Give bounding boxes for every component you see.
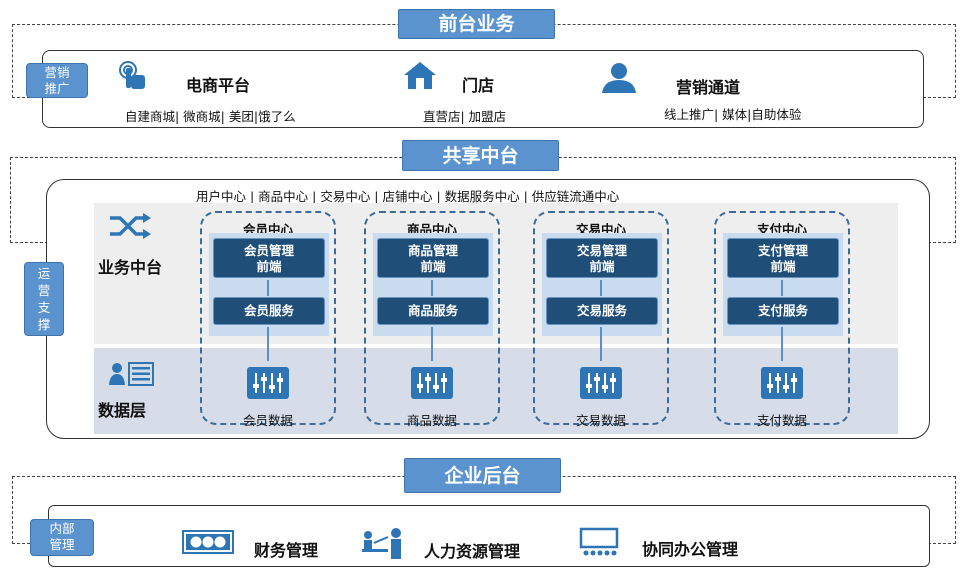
arrow-service-data-1 xyxy=(431,327,433,361)
arrow-service-data-3 xyxy=(781,327,783,361)
center-data-1: 商品数据 xyxy=(406,413,457,428)
sliders-icon xyxy=(580,367,622,399)
center-box-0 xyxy=(200,211,336,425)
backend-item-label-2: 协同办公管理 xyxy=(642,540,739,559)
store-house-icon xyxy=(402,60,438,90)
front-item-sub-0: 自建商城| 微商城| 美团|饿了么 xyxy=(125,109,296,124)
data-label: 数据层 xyxy=(98,401,147,420)
center-box-1 xyxy=(364,211,500,425)
front-panel xyxy=(42,50,924,128)
money-icon xyxy=(182,530,234,554)
center-box-3 xyxy=(714,211,850,425)
touch-hand-icon xyxy=(115,60,149,92)
sliders-icon xyxy=(761,367,803,399)
front-item-sub-2: 线上推广| 媒体|自助体验 xyxy=(664,107,802,122)
front-item-label-0: 电商平台 xyxy=(186,76,251,95)
shared-title: 共享中台 xyxy=(402,140,559,171)
arrow-front-service-2 xyxy=(600,280,602,296)
center-front-3: 支付管理 前端 xyxy=(727,238,839,278)
arrow-front-service-0 xyxy=(267,280,269,296)
shared-side-tag: 运 营 支 撑 xyxy=(24,262,64,336)
front-side-tag: 营销 推广 xyxy=(26,63,88,98)
arrow-service-data-0 xyxy=(267,327,269,361)
center-service-2: 交易服务 xyxy=(546,297,658,325)
center-data-3: 支付数据 xyxy=(756,413,807,428)
center-front-0: 会员管理 前端 xyxy=(213,238,325,278)
sliders-icon xyxy=(411,367,453,399)
front-item-label-2: 营销通道 xyxy=(676,78,741,97)
center-service-1: 商品服务 xyxy=(377,297,489,325)
front-item-sub-1: 直营店| 加盟店 xyxy=(423,109,507,124)
person-icon xyxy=(598,62,640,94)
backend-item-label-1: 人力资源管理 xyxy=(424,542,521,561)
center-front-1: 商品管理 前端 xyxy=(377,238,489,278)
sliders-icon xyxy=(247,367,289,399)
user-list-icon xyxy=(108,361,154,387)
meeting-people-icon xyxy=(360,527,406,559)
shuffle-icon xyxy=(108,212,152,240)
arrow-front-service-3 xyxy=(781,280,783,296)
backend-side-tag: 内部 管理 xyxy=(30,519,94,556)
center-front-2: 交易管理 前端 xyxy=(546,238,658,278)
center-service-3: 支付服务 xyxy=(727,297,839,325)
presentation-icon xyxy=(578,527,620,557)
business-label: 业务中台 xyxy=(98,258,163,277)
arrow-front-service-1 xyxy=(431,280,433,296)
center-box-2 xyxy=(533,211,669,425)
arrow-service-data-2 xyxy=(600,327,602,361)
center-data-0: 会员数据 xyxy=(242,413,293,428)
centers-line: 用户中心 | 商品中心 | 交易中心 | 店铺中心 | 数据服务中心 | 供应链… xyxy=(196,189,620,204)
backend-item-label-0: 财务管理 xyxy=(254,541,319,560)
front-title: 前台业务 xyxy=(398,9,555,39)
center-data-2: 交易数据 xyxy=(575,413,626,428)
backend-title: 企业后台 xyxy=(404,458,561,493)
front-item-label-1: 门店 xyxy=(462,76,495,95)
center-service-0: 会员服务 xyxy=(213,297,325,325)
